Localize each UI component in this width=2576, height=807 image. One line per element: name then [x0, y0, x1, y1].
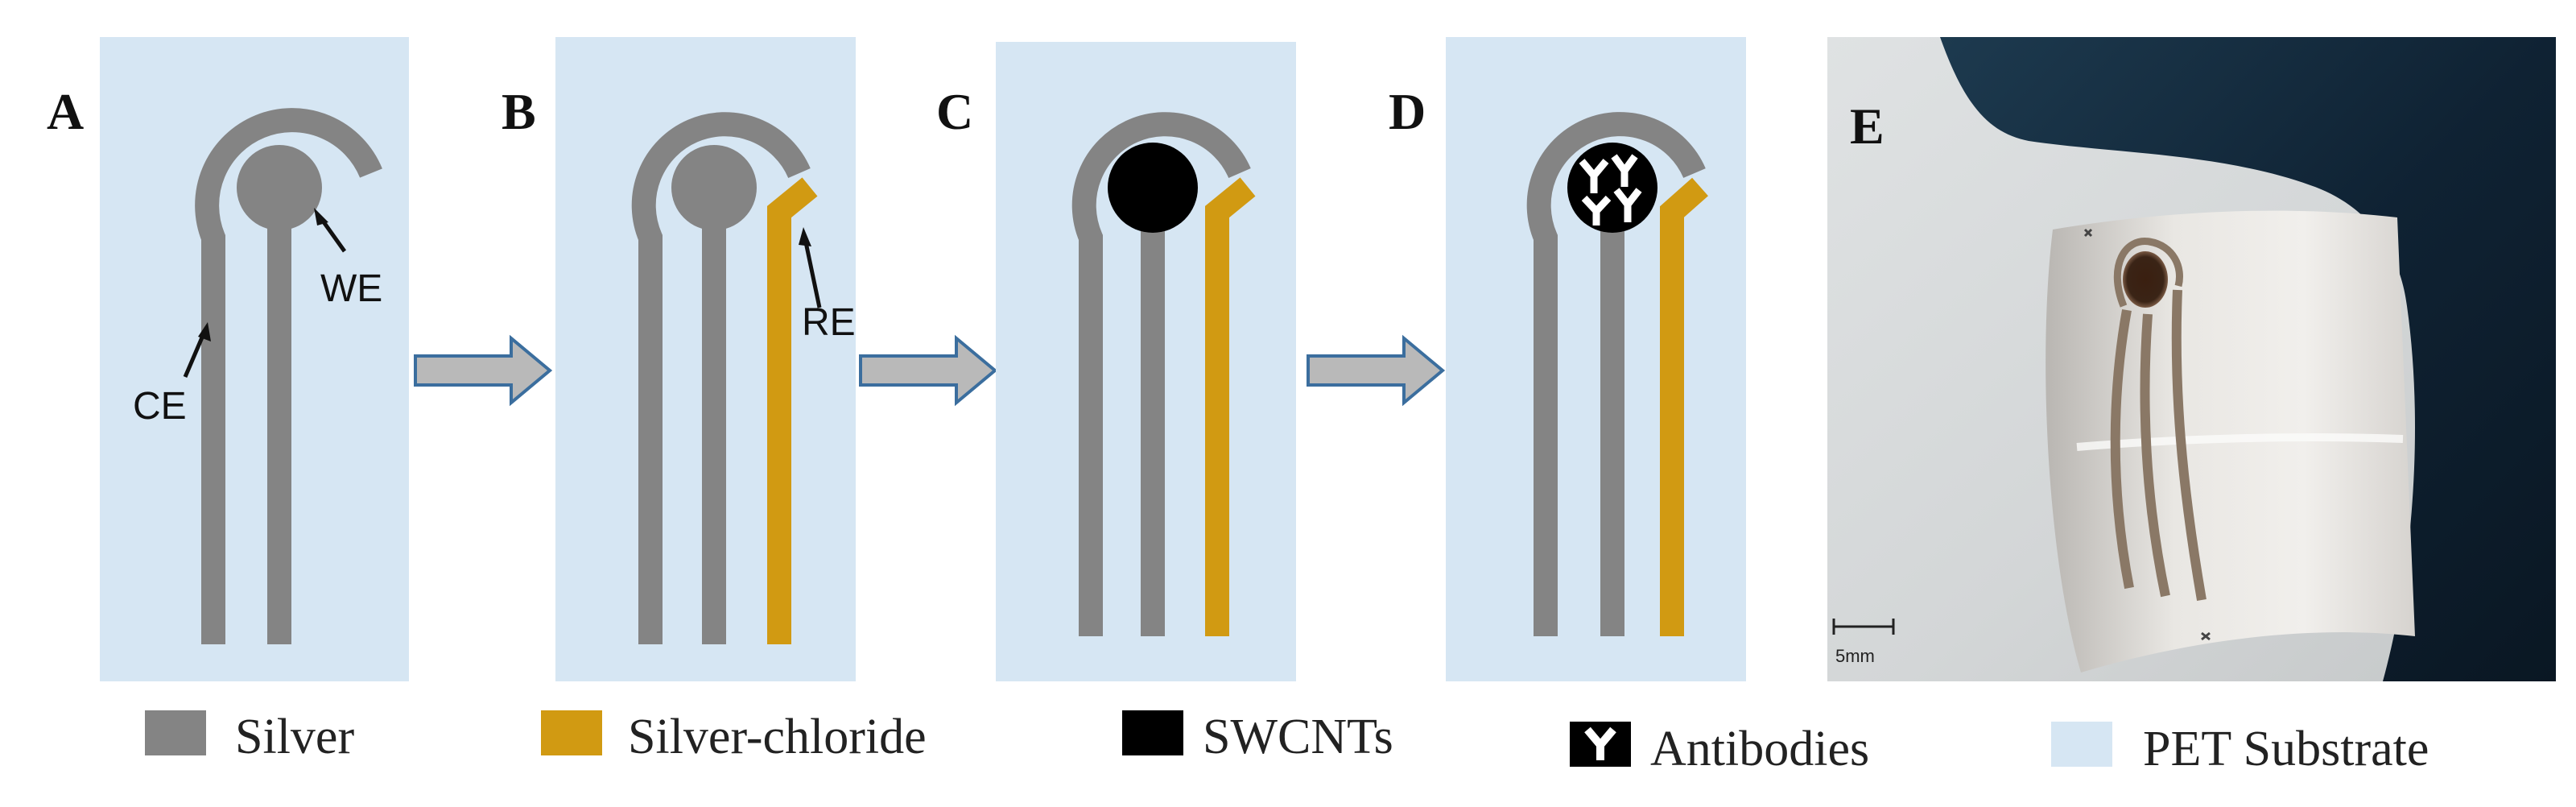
panel-letter-c: C: [936, 83, 973, 140]
swcnt-electrode-d: [1567, 143, 1657, 233]
legend-swatch-silver: [145, 710, 206, 755]
working-electrode-b: [671, 145, 757, 230]
ce-arrow-a: [183, 331, 207, 378]
we-label: WE: [320, 267, 382, 310]
legend-label-silver-chloride: Silver-chloride: [628, 710, 927, 764]
photo-electrode-ring: [2113, 238, 2183, 308]
photo-working-electrode: [2123, 251, 2168, 308]
ce-arrowhead-a: [198, 322, 211, 341]
counter-electrode-b: [631, 112, 811, 644]
blue-glove: [1940, 37, 2556, 681]
legend-swatch-swcnts: [1122, 710, 1183, 755]
legend-label-silver: Silver: [235, 710, 354, 764]
photo-trace-3: [2171, 289, 2207, 602]
process-arrow-1: [414, 334, 553, 407]
legend-label-swcnts: SWCNTs: [1203, 710, 1393, 764]
process-arrow-2: [859, 334, 998, 407]
counter-electrode-c: [1071, 112, 1251, 636]
process-arrow-3: [1307, 334, 1446, 407]
counter-electrode-d: [1526, 112, 1706, 636]
legend-label-antibodies: Antibodies: [1650, 722, 1869, 776]
photo-trace-2: [2140, 313, 2170, 598]
antibody-icon: [1584, 726, 1616, 760]
panel-e-photo: 5mm E: [1827, 37, 2556, 681]
re-label: RE: [802, 301, 856, 344]
working-electrode-a: [237, 145, 322, 230]
reference-electrode-d: [1660, 177, 1708, 636]
re-arrowhead-b: [799, 227, 811, 246]
photo-mark-bottom: [2201, 631, 2211, 641]
reference-electrode-b: [767, 177, 818, 644]
scale-bar-label: 5mm: [1835, 646, 1875, 666]
panel-b: B RE: [502, 37, 856, 681]
legend: Silver Silver-chloride SWCNTs Antibodies…: [145, 710, 2429, 776]
panel-letter-d: D: [1389, 83, 1426, 140]
antibodies-on-electrode: [1579, 154, 1642, 226]
we-arrowhead-a: [314, 208, 328, 226]
photo-trace-1: [2110, 308, 2134, 590]
panel-c: C: [936, 42, 1296, 681]
legend-swatch-silver-chloride: [541, 710, 602, 755]
counter-electrode-a: [195, 108, 382, 644]
legend-label-pet-substrate: PET Substrate: [2143, 722, 2429, 776]
swcnt-electrode-c: [1108, 143, 1198, 233]
ce-label: CE: [133, 385, 187, 428]
reference-electrode-c: [1205, 177, 1256, 636]
pet-substrate-d: [1446, 37, 1746, 681]
re-arrow-b: [803, 238, 822, 308]
panel-letter-b: B: [502, 83, 536, 140]
panel-a: A WE CE: [47, 37, 409, 681]
panel-letter-e: E: [1850, 97, 1885, 155]
scale-bar: 5mm: [1832, 619, 1895, 666]
panel-d: D: [1389, 37, 1746, 681]
legend-swatch-pet-substrate: [2051, 722, 2112, 767]
panel-letter-a: A: [47, 83, 84, 140]
photo-mark-top: [2083, 228, 2093, 238]
